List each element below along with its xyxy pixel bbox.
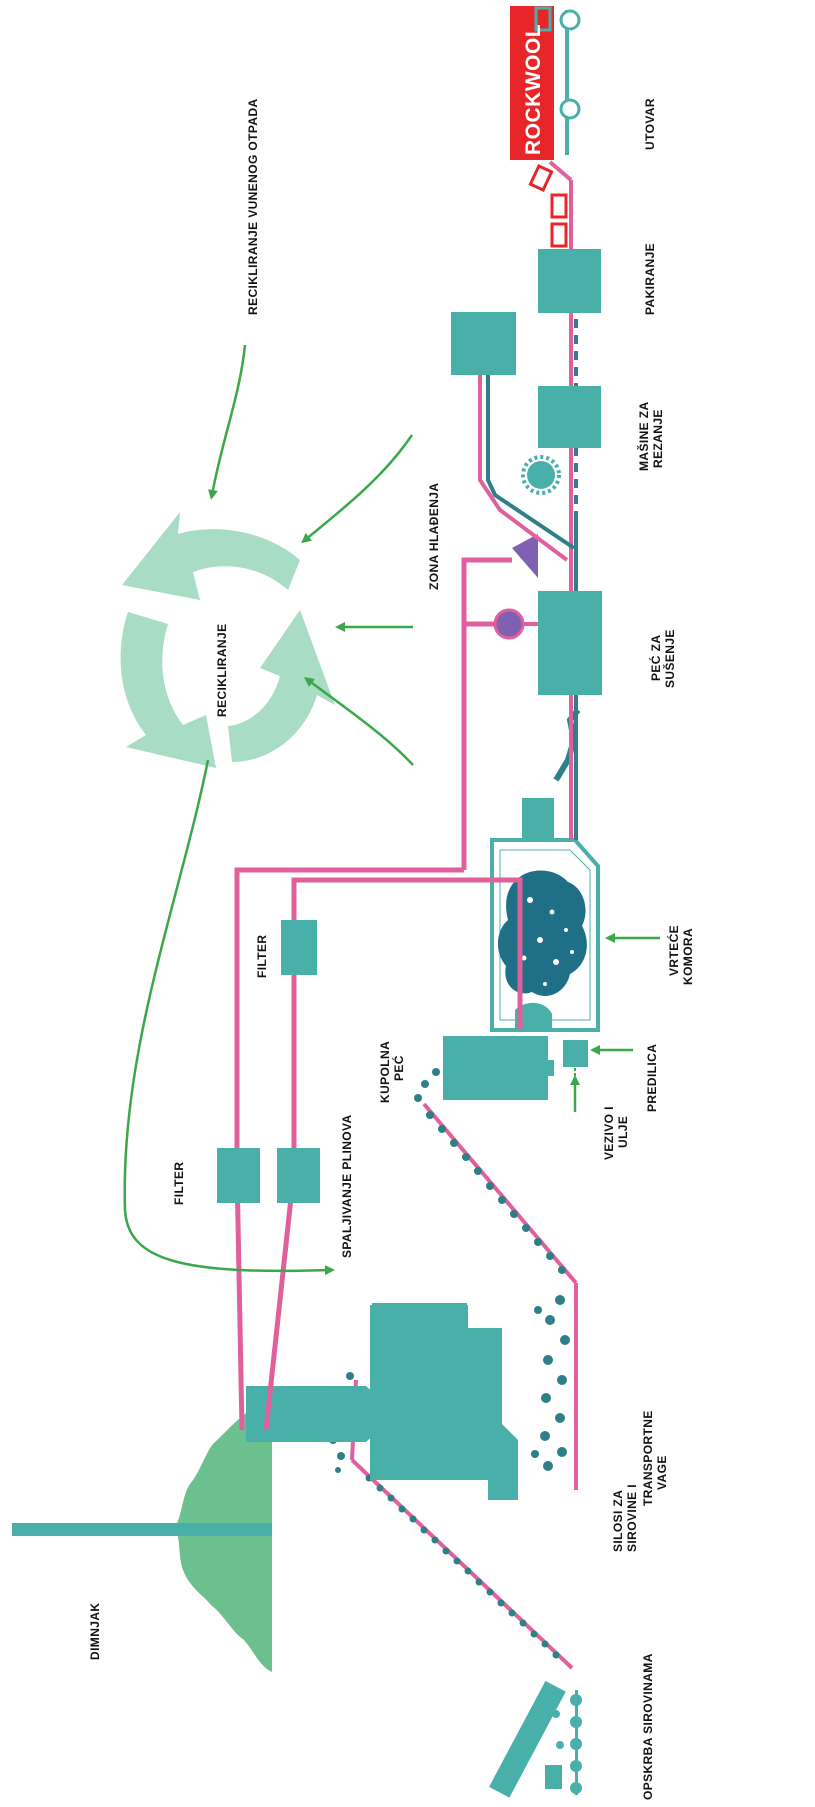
- recycle-arrow-left: [120, 612, 216, 768]
- duct-zone-branch: [461, 557, 512, 680]
- roller: [570, 1716, 582, 1728]
- return-line-teal: [486, 375, 576, 550]
- cupola-furnace: [443, 1036, 554, 1100]
- cupola-conveyor-material: [414, 1068, 570, 1471]
- chamber-side-block: [522, 798, 554, 838]
- label-predilica: PREDILICA: [645, 1044, 659, 1112]
- raw-material-supply: [489, 1680, 582, 1798]
- roller: [556, 1741, 564, 1749]
- label-masine-1: MAŠINE ZA: [636, 401, 651, 471]
- cupola-conveyor: [414, 1068, 578, 1490]
- spinner-unit: [563, 1040, 588, 1080]
- label-recikliranje-otpada: RECIKLIRANJE VUNENOG OTPADA: [246, 98, 260, 315]
- packing-machine: [538, 249, 601, 313]
- recycle-arrow-right: [228, 610, 335, 762]
- silo-body-top: [372, 1303, 467, 1453]
- truck: ROCKWOOL: [510, 6, 581, 160]
- label-dimnjak-main: DIMNJAK: [88, 1603, 102, 1660]
- roller: [570, 1782, 582, 1794]
- arrow-to-recycling-top: [207, 344, 247, 500]
- recycle-arrow-top: [122, 512, 300, 600]
- truck-trailer: [510, 6, 554, 160]
- chamber-housing: [490, 838, 600, 1032]
- duct-outer: [234, 680, 467, 1431]
- arrow-zone-3: [303, 677, 414, 766]
- silo-tank-left: [246, 1386, 394, 1442]
- wool-cloud: [497, 870, 587, 996]
- wool-flecks: [521, 897, 574, 986]
- chamber-base: [515, 1002, 552, 1028]
- cupola-body: [443, 1036, 548, 1100]
- label-silosi-1: SILOSI ZA: [611, 1490, 625, 1552]
- duct-inner: [263, 877, 523, 1431]
- filter-top: [281, 920, 317, 975]
- label-silosi-2: SIROVINE I: [625, 1484, 639, 1552]
- logo-rockwool: ROCKWOOL: [522, 24, 545, 155]
- label-spaljivanje: SPALJIVANJE PLINOVA: [340, 1114, 354, 1258]
- label-vrtece-1: VRTEĆE: [666, 925, 681, 976]
- label-vezivo-1: VEZIVO I: [602, 1106, 616, 1160]
- silo-outlines: [372, 1303, 467, 1453]
- label-zona: ZONA HLAĐENJA: [427, 483, 441, 590]
- smoke-cloud: [175, 1402, 272, 1672]
- label-pakiranje: PAKIRANJE: [643, 243, 657, 315]
- chimney: [12, 1402, 272, 1672]
- label-pec-susenje-1: PEĆ ZA: [648, 635, 663, 681]
- purple-fan: [493, 608, 525, 640]
- label-vrtece-2: KOMORA: [681, 928, 695, 985]
- recycling-crusher: [451, 312, 516, 375]
- label-pec-susenje-2: SUŠENJE: [662, 629, 677, 688]
- green-arrows: [123, 344, 660, 1276]
- label-filter-2: FILTER: [255, 934, 269, 978]
- spinning-chamber: [490, 708, 600, 1032]
- supply-base-block: [545, 1765, 562, 1789]
- roller: [570, 1738, 582, 1750]
- label-opskrba: OPSKRBA SIROVINAMA: [641, 1653, 655, 1800]
- exhaust-ducts: [234, 557, 523, 1431]
- packages: [528, 163, 568, 248]
- roller: [570, 1760, 582, 1772]
- spinner-box: [563, 1040, 588, 1067]
- label-filter-1: FILTER: [172, 1161, 186, 1205]
- label-masine-2: REZANJE: [651, 409, 665, 468]
- return-line-pink: [478, 375, 569, 562]
- label-utovar: UTOVAR: [643, 98, 657, 150]
- truck-wheel: [559, 9, 581, 31]
- chimney-stack: [12, 1523, 272, 1536]
- label-transportne-1: TRANSPORTNE: [641, 1410, 655, 1506]
- arrow-recycle-to-gas: [123, 759, 335, 1276]
- arrow-zone-1: [301, 434, 414, 544]
- filter-left: [217, 1148, 260, 1203]
- chamber-inner: [499, 849, 591, 1021]
- supply-hopper: [489, 1680, 566, 1798]
- label-kupolna-2: PEĆ: [391, 1055, 406, 1081]
- silo-tanks: [246, 1386, 394, 1442]
- roller: [552, 1710, 560, 1718]
- filter-right: [277, 1148, 320, 1203]
- roller: [570, 1694, 582, 1706]
- saw-blade: [521, 455, 561, 495]
- label-vezivo-2: ULJE: [616, 1116, 630, 1148]
- loading-ramp: [548, 160, 573, 182]
- cupola-spout: [546, 1060, 554, 1076]
- recycling-circle: [120, 512, 335, 768]
- cutting-machine: [538, 386, 601, 448]
- truck-cab: [534, 6, 552, 32]
- cooling-triangle: [512, 534, 538, 578]
- drying-oven: [538, 591, 602, 695]
- label-kupolna-1: KUPOLNA: [378, 1041, 392, 1103]
- label-recikliranje: RECIKLIRANJE: [215, 624, 229, 717]
- label-transportne-2: VAGE: [655, 1455, 669, 1490]
- truck-wheel: [559, 98, 581, 120]
- labels: OPSKRBA SIROVINAMA DIMNJAK DIMNJAK SILOS…: [88, 98, 695, 1800]
